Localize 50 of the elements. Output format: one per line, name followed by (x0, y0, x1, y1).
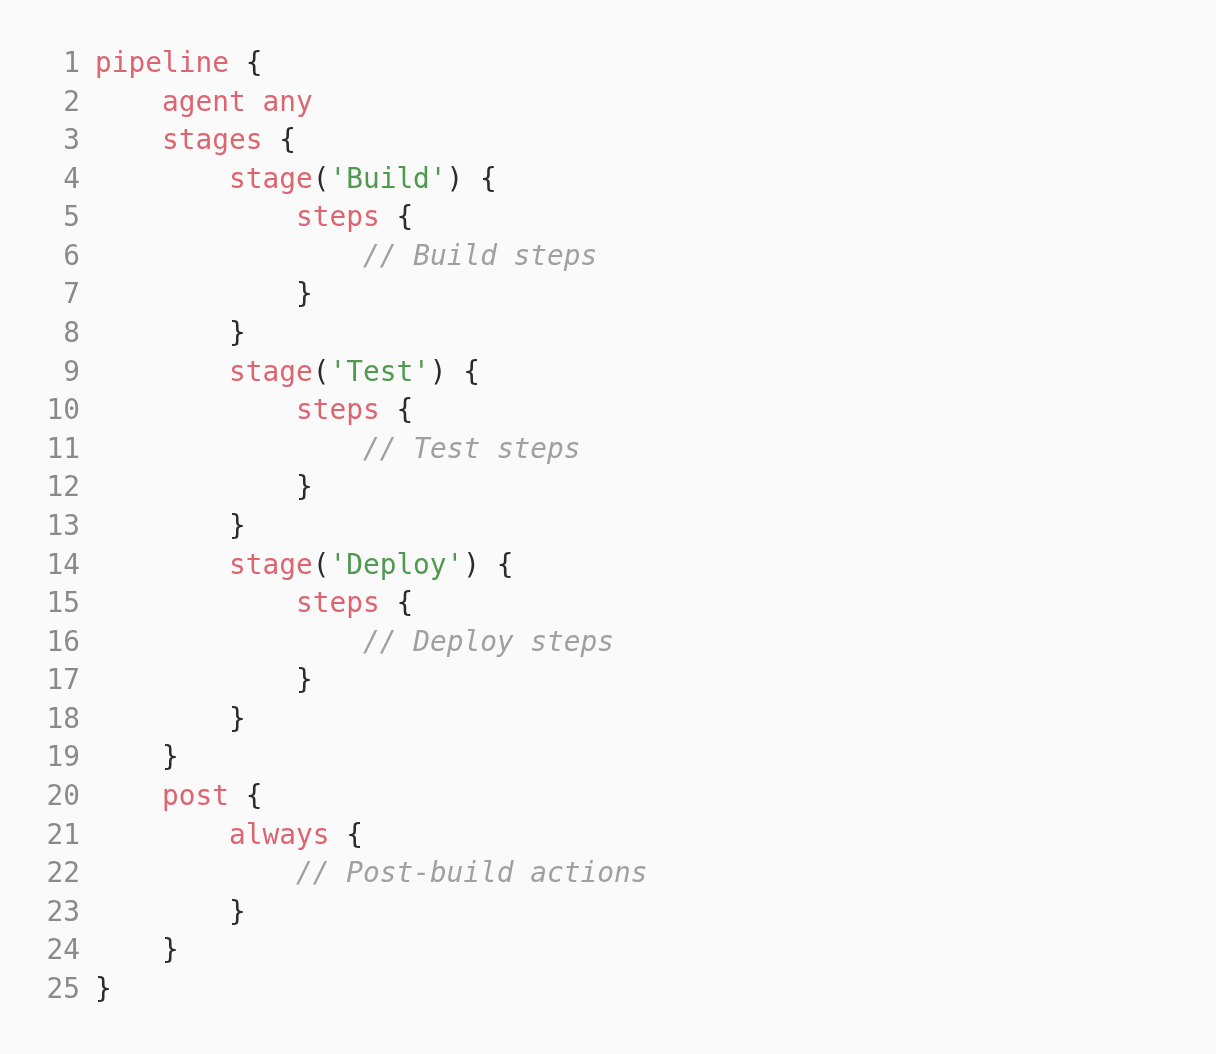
code-line: steps { (296, 393, 414, 428)
code-line: agent any (162, 84, 313, 119)
line-number: 8 (62, 316, 80, 351)
code-line: // Post-build actions (296, 856, 648, 891)
line-number: 24 (45, 933, 80, 968)
line-number: 25 (45, 971, 80, 1006)
line-number: 4 (62, 161, 80, 196)
line-number: 3 (62, 123, 80, 158)
line-number: 1 (62, 46, 80, 80)
line-number: 14 (45, 547, 80, 582)
code-line: // Test steps (363, 431, 581, 466)
line-number: 10 (45, 393, 80, 428)
code-line: stage('Build') { (229, 161, 497, 196)
line-number: 20 (45, 779, 80, 813)
line-number: 21 (45, 817, 80, 852)
line-number: 2 (62, 84, 80, 119)
code-line: // Deploy steps (363, 624, 615, 659)
code-line: } (229, 701, 246, 736)
line-number: 19 (45, 740, 80, 775)
line-number: 7 (62, 277, 80, 312)
code-line: } (229, 508, 246, 543)
code-line: // Build steps (363, 238, 598, 273)
code-line: always { (229, 817, 363, 852)
code-line: } (296, 663, 313, 698)
code-line: } (296, 277, 313, 312)
line-number: 16 (45, 624, 80, 659)
code-line: stages { (162, 123, 296, 158)
line-number: 15 (45, 586, 80, 621)
line-number: 6 (62, 238, 80, 273)
code-line: } (95, 971, 112, 1006)
code-line: } (162, 740, 179, 775)
code-line: steps { (296, 200, 414, 235)
line-number: 13 (45, 508, 80, 543)
line-number: 22 (45, 856, 80, 891)
line-number: 5 (62, 200, 80, 235)
code-line: post { (162, 779, 263, 813)
line-number: 18 (45, 701, 80, 736)
code-line: stage('Test') { (229, 354, 481, 389)
code-line: } (296, 470, 313, 505)
code-line: steps { (296, 586, 414, 621)
line-number: 12 (45, 470, 80, 505)
code-line: } (229, 894, 246, 929)
code-line: } (162, 933, 179, 968)
code-line: } (229, 316, 246, 351)
code-line: pipeline { (95, 46, 263, 80)
line-number: 9 (62, 354, 80, 389)
line-number: 23 (45, 894, 80, 929)
line-number: 11 (45, 431, 80, 466)
code-line: stage('Deploy') { (229, 547, 514, 582)
line-number: 17 (45, 663, 80, 698)
